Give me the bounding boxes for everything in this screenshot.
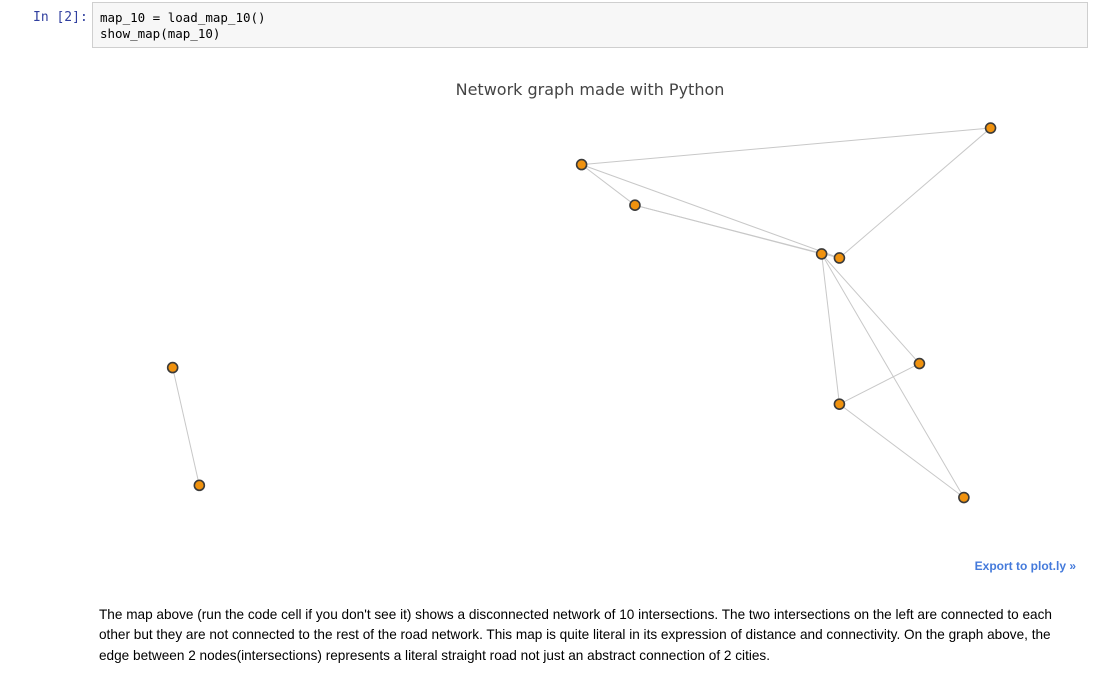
graph-node-4[interactable]: [913, 357, 926, 370]
plot-title: Network graph made with Python: [455, 80, 725, 99]
graph-edge-5-6: [581, 164, 636, 206]
graph-edge-7-9: [839, 403, 965, 498]
graph-edge-4-7: [839, 363, 920, 405]
graph-edge-3-2: [172, 367, 200, 486]
code-cell[interactable]: map_10 = load_map_10() show_map(map_10): [92, 2, 1088, 48]
graph-node-7[interactable]: [833, 398, 846, 410]
export-to-plotly-link[interactable]: Export to plot.ly »: [974, 559, 1076, 573]
graph-edge-5-1: [581, 127, 991, 166]
graph-edge-8-7: [821, 253, 840, 405]
code-line-2: show_map(map_10): [100, 26, 221, 41]
graph-node-1[interactable]: [984, 122, 997, 134]
graph-edge-0-5: [581, 164, 840, 259]
graph-node-6[interactable]: [629, 199, 641, 211]
graph-node-2[interactable]: [193, 479, 206, 492]
graph-edge-0-1: [839, 127, 991, 259]
cell-prompt: In [2]:: [33, 10, 88, 25]
code-line-1: map_10 = load_map_10(): [100, 10, 266, 25]
graph-node-3[interactable]: [166, 361, 179, 374]
graph-edge-8-4: [821, 253, 920, 364]
graph-edge-6-8: [634, 204, 822, 255]
graph-edge-8-9: [821, 253, 965, 498]
graph-node-0[interactable]: [833, 252, 846, 264]
markdown-cell: The map above (run the code cell if you …: [99, 607, 1052, 663]
graph-node-9[interactable]: [958, 491, 970, 504]
graph-node-5[interactable]: [575, 158, 588, 171]
graph-node-8[interactable]: [815, 248, 828, 260]
